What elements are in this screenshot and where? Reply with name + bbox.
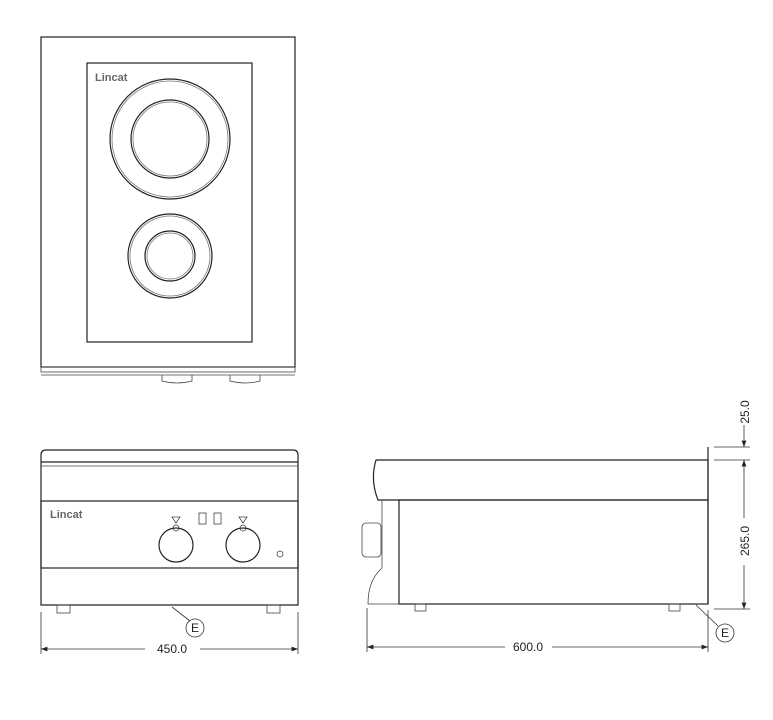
- foot: [56, 604, 71, 614]
- width-dimension: 450.0: [157, 642, 187, 656]
- control-panel: [40, 500, 299, 569]
- side-top: [372, 459, 709, 501]
- brand-logo: Lincat: [95, 72, 128, 84]
- top-view: Lincat: [40, 36, 296, 384]
- knob-right: [225, 516, 261, 563]
- upstand-dimension: 25.0: [738, 400, 752, 424]
- side-knob: [361, 522, 382, 558]
- knob-left: [158, 516, 194, 563]
- neon-light: [276, 550, 284, 558]
- indicator-light: [198, 512, 207, 525]
- ceramic-panel: [86, 62, 253, 343]
- callout-e-side: [715, 623, 735, 643]
- front-outline: [40, 449, 299, 606]
- height-dimension: 265.0: [738, 526, 752, 556]
- small-zone: [127, 213, 213, 299]
- foot: [414, 603, 427, 612]
- knob-top-left: [161, 375, 193, 384]
- callout-label: E: [191, 621, 199, 635]
- depth-dimension: 600.0: [513, 640, 543, 654]
- side-body: [398, 499, 709, 605]
- large-zone: [109, 78, 231, 200]
- side-view: E 600.0 25.0 265.0: [361, 400, 752, 654]
- foot: [668, 603, 681, 612]
- indicator-light: [213, 512, 222, 525]
- front-view: Lincat E 450.0: [40, 449, 299, 656]
- top-outline: [40, 36, 296, 368]
- callout-label: E: [721, 626, 729, 640]
- front-logo: Lincat: [50, 509, 83, 521]
- knob-top-right: [229, 375, 261, 384]
- foot: [266, 604, 281, 614]
- callout-e-front: [185, 618, 205, 638]
